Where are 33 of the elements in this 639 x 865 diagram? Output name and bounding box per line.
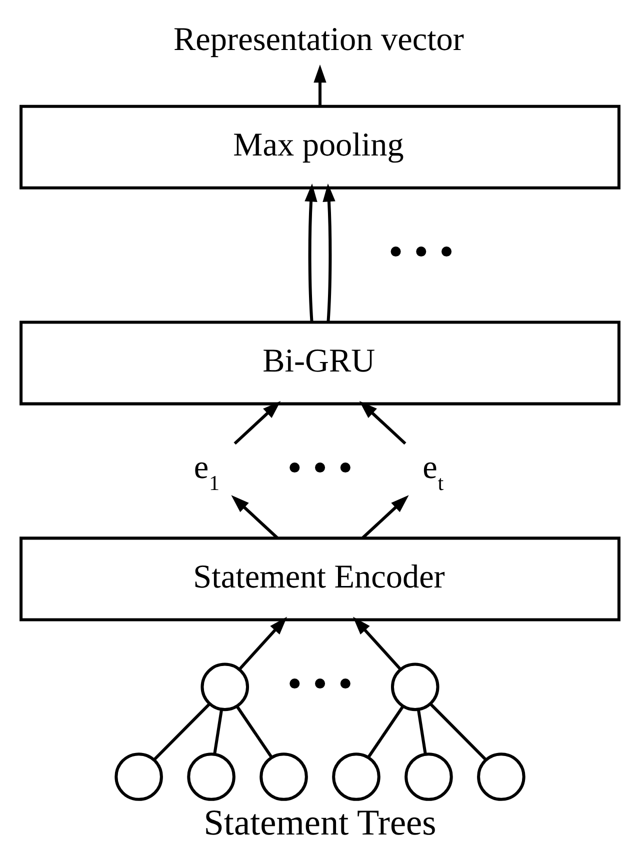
- node-circle: [476, 752, 525, 801]
- connector: [152, 702, 210, 761]
- arrow: [361, 495, 408, 539]
- node-box: Statement Encoder: [19, 536, 620, 622]
- label: • • •: [286, 660, 352, 708]
- node-circle: [332, 752, 380, 801]
- connector: [428, 702, 486, 761]
- arrow: [304, 184, 317, 322]
- node-text: e$_{1}$: [193, 448, 220, 495]
- arrow: [230, 495, 278, 539]
- connector: [416, 710, 426, 754]
- arrow: [322, 184, 335, 322]
- arrow: [238, 616, 287, 670]
- arrow: [358, 401, 406, 445]
- node-circle: [390, 662, 439, 712]
- node-circle: [404, 752, 452, 801]
- connector: [366, 706, 404, 758]
- node-circle: [259, 752, 308, 801]
- node-circle: [114, 752, 162, 801]
- arrow: [352, 616, 402, 670]
- arrow: [233, 401, 280, 445]
- connector: [235, 706, 272, 758]
- node-circle: [186, 752, 235, 801]
- node-text: e$_{t}$: [422, 448, 444, 495]
- node-box: Bi-GRU: [19, 320, 620, 406]
- label: • • •: [286, 444, 352, 492]
- connector: [212, 710, 223, 754]
- label: • • •: [388, 228, 454, 276]
- node-text: Representation vector: [173, 20, 464, 58]
- caption: Statement Trees: [203, 802, 436, 842]
- node-circle: [200, 662, 249, 712]
- node-box: Max pooling: [19, 104, 620, 190]
- arrow: [313, 64, 326, 106]
